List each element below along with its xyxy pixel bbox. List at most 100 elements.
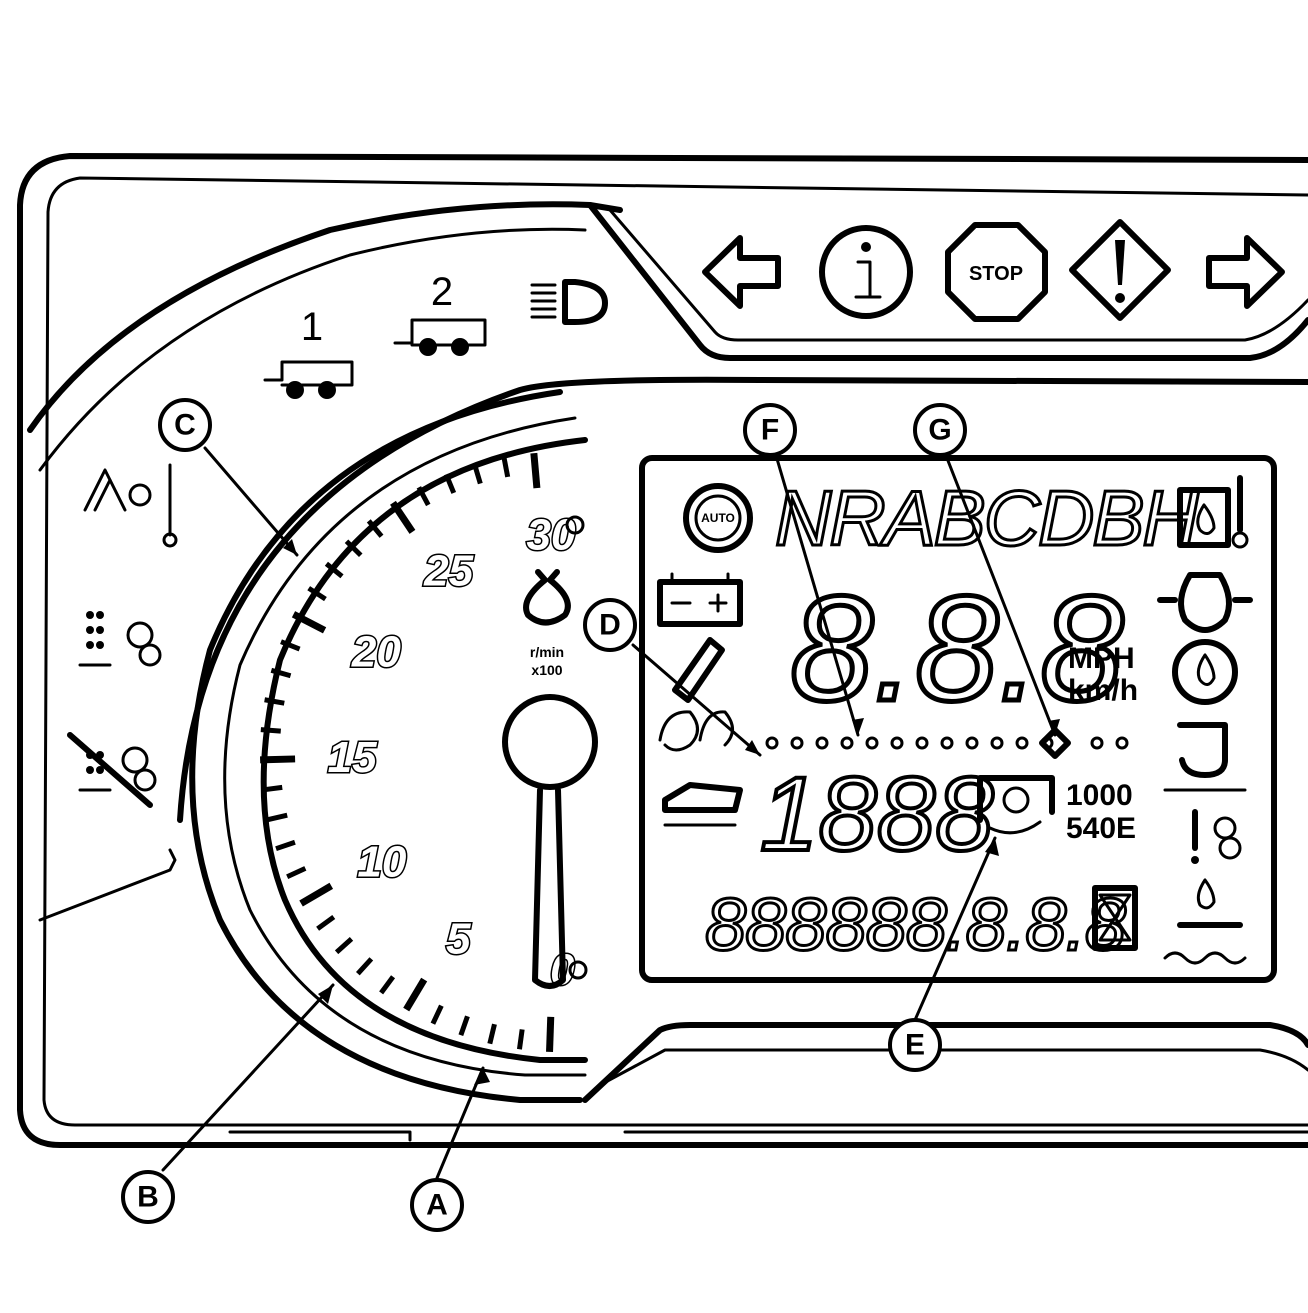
callout-c-leader [203,446,299,557]
lcd-dot [890,736,904,750]
lcd-dot [865,736,879,750]
svg-text:E: E [905,1029,925,1062]
tachometer-major-tick [390,500,416,534]
svg-text:C: C [174,409,196,442]
callout-e: E [888,1018,942,1072]
callout-f: F [743,403,797,457]
lcd-dot-bar-diamond-marker [1039,727,1071,759]
headlight-icon [530,279,608,325]
hydraulic-filter-icon [1163,722,1247,792]
pto-icon [977,775,1055,835]
right-arrow-icon [1206,235,1285,309]
tachometer-minor-tick [260,727,281,734]
housing-bottom-tabs [228,1130,1308,1142]
battery-icon [657,572,743,627]
callout-d-leader [631,643,762,757]
tachometer-minor-tick [264,697,285,706]
lcd-dot [1115,736,1129,750]
warning-window-frame [587,202,1308,361]
tachometer-major-tick [299,882,334,907]
housing-left-bevel [38,848,177,922]
tachometer-minor-tick [270,667,292,679]
stop-icon: STOP [945,222,1048,322]
svg-text:D: D [599,609,621,642]
air-filter-warning-icon [1191,809,1242,864]
lcd-dot [940,736,954,750]
tachometer-minor-tick [443,473,457,494]
tachometer-minor-tick [262,784,283,793]
tachometer-scale-label: 5 [446,915,471,964]
tachometer-minor-tick [324,561,344,579]
warning-window-frame-inner [608,208,1308,342]
fuel-icon [658,637,734,752]
tachometer-scale-label: 20 [351,627,401,676]
svg-text:G: G [928,414,951,447]
lcd-dot [815,736,829,750]
speed-unit-kmh: km/h [1068,674,1138,707]
tachometer-minor-tick [334,937,354,955]
hydraulic-oil-icon [1177,475,1249,549]
tachometer-minor-tick [355,957,374,976]
tachometer-minor-tick [280,639,301,652]
info-icon [819,225,913,319]
lcd-dot [915,736,929,750]
engine-oil-icon [1157,572,1253,633]
lcd-alpha-display: NRABCDBH [775,474,1199,562]
lcd-dot [765,736,779,750]
tachometer-unit-line1: r/min [530,644,564,660]
water-in-fuel-icon [1163,878,1247,965]
transmission-oil-icon [1172,639,1238,705]
lcd-dot [1015,736,1029,750]
lcd-pto-display: 1888 [760,756,994,873]
lcd-speed-display: 8.8.8 [790,564,1124,732]
lcd-dot [965,736,979,750]
speed-unit-mph: MPH [1068,642,1135,675]
tachometer-hub-lower-dot [568,960,588,980]
svg-text:A: A [426,1189,448,1222]
tachometer-major-tick [291,611,327,634]
lcd-dot [990,736,1004,750]
lcd-dot-bar [765,736,1129,750]
housing-outline [17,153,1308,1148]
svg-text:B: B [137,1181,159,1214]
trailer-2-label: 2 [431,270,453,314]
tachometer-minor-tick [267,812,288,823]
callout-a-leader [435,1066,485,1180]
tachometer-minor-tick [286,866,307,879]
air-filter-bypass-icon [67,732,157,808]
lcd-housing-bottom [582,1022,1308,1103]
tachometer-hub-upper-dot [565,515,585,535]
tachometer-scale-label: 10 [357,838,406,887]
lcd-dot [790,736,804,750]
callout-a: A [410,1178,464,1232]
callout-f-leader [773,450,860,737]
tachometer-minor-tick [501,456,511,478]
tachometer-major-tick [546,1016,555,1052]
svg-text:F: F [761,414,779,447]
tachometer-minor-tick [366,519,384,538]
housing-upper-curve-inner [38,227,587,472]
tachometer-minor-tick [487,1023,497,1045]
lcd-odometer-display: 888888.8.8.8 [705,883,1126,966]
tachometer-minor-tick [275,839,296,852]
tachometer-scale-label: 30 [527,510,576,559]
tachometer-minor-tick [344,539,363,558]
tachometer-bezel-outer [189,389,583,1103]
tachometer-minor-tick [472,463,483,485]
engine-oil-pressure-icon [523,569,571,626]
tachometer-ticks [260,452,555,1052]
tachometer-major-tick [403,977,428,1012]
tachometer-needle [502,694,598,989]
trailer-1-icon: 1 [263,305,354,399]
air-filter-restriction-icon [78,611,162,667]
callout-g-leader [943,451,1057,737]
auto-badge-label: AUTO [701,511,735,525]
tachometer-bezel-inner [223,416,587,1077]
lcd-housing-bottom-inner [598,1048,1308,1087]
tachometer-dial-arc [260,437,588,1063]
left-arrow-icon [702,235,781,309]
lcd-panel [639,455,1277,983]
housing-upper-curve [27,201,623,433]
tachometer-major-tick [260,755,296,764]
tachometer-minor-tick [516,1029,525,1050]
